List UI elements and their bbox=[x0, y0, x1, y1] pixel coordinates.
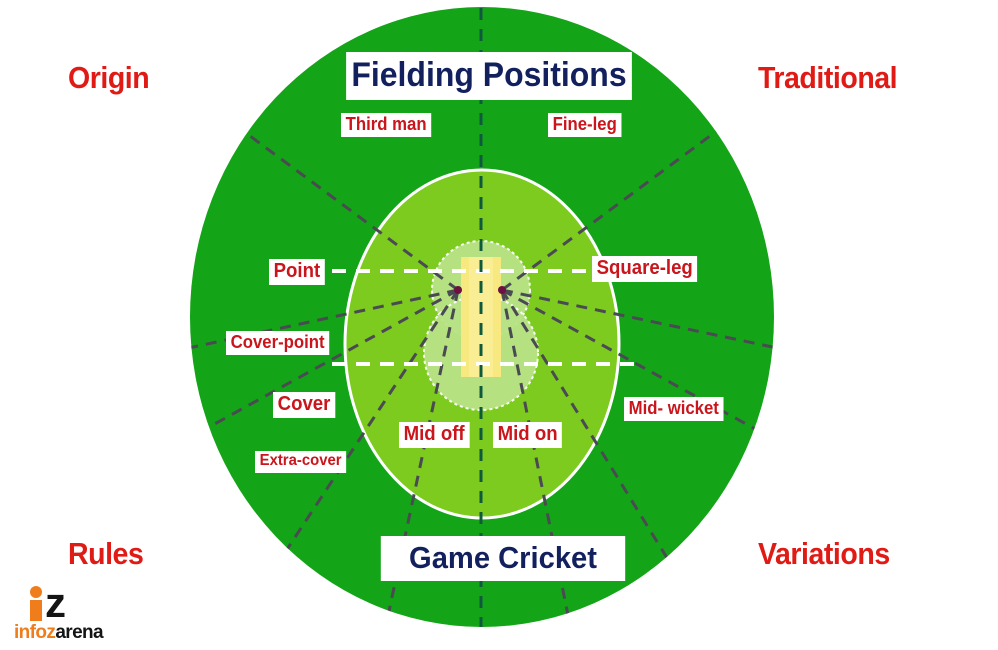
stump-marker-leg bbox=[498, 286, 506, 294]
logo-letter-z: z bbox=[45, 579, 66, 626]
logo-letter-i-stem bbox=[30, 600, 42, 621]
position-label-mid-wicket: Mid- wicket bbox=[624, 397, 724, 421]
position-label-extra-cover: Extra-cover bbox=[255, 451, 347, 473]
position-label-fine-leg: Fine-leg bbox=[548, 113, 622, 137]
position-label-third-man: Third man bbox=[341, 113, 432, 137]
stump-marker-off bbox=[454, 286, 462, 294]
diagram-title-game-cricket: Game Cricket bbox=[380, 536, 626, 581]
position-label-point: Point bbox=[269, 259, 325, 285]
logo-letter-i-dot bbox=[30, 586, 42, 598]
position-label-cover: Cover bbox=[273, 392, 336, 418]
logo-wordmark-infoz: infoz bbox=[14, 622, 56, 643]
position-label-mid-off: Mid off bbox=[399, 422, 470, 448]
diagram-title-fielding-positions: Fielding Positions bbox=[346, 52, 632, 100]
crease-lines bbox=[332, 269, 634, 366]
corner-keyword-traditional: Traditional bbox=[758, 60, 898, 95]
logo-wordmark-arena: arena bbox=[55, 622, 104, 643]
infozarena-logo: z infozarena bbox=[14, 579, 124, 644]
corner-keyword-origin: Origin bbox=[68, 60, 150, 95]
logo-wordmark: infozarena bbox=[14, 622, 124, 644]
logo-mark-iz: z bbox=[28, 579, 88, 626]
corner-keyword-variations: Variations bbox=[758, 536, 890, 571]
position-label-cover-point: Cover-point bbox=[226, 331, 330, 355]
pitch-strip-highlight bbox=[469, 257, 493, 377]
position-label-square-leg: Square-leg bbox=[592, 256, 698, 282]
position-label-mid-on: Mid on bbox=[493, 422, 563, 448]
corner-keyword-rules: Rules bbox=[68, 536, 144, 571]
